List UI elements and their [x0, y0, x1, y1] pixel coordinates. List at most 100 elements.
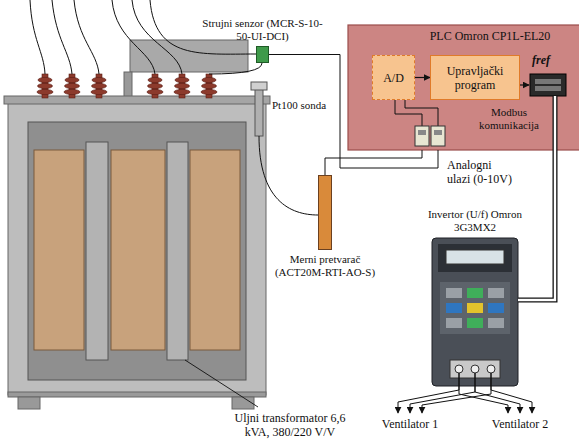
bushing — [92, 83, 107, 88]
core-window — [167, 142, 188, 360]
inverter-key — [488, 303, 504, 313]
box-text: Upravljački program — [434, 64, 516, 92]
fan-wires — [398, 373, 532, 413]
transformer-core — [28, 122, 246, 380]
bushing — [64, 89, 80, 94]
panel-title: PLC Omron CP1L-EL20 — [408, 29, 572, 43]
transformer-label: Uljni transformator 6,6 kVA, 380/220 V/V — [225, 411, 355, 439]
input-wire — [395, 100, 422, 126]
label-holder: Modbus komunikacija — [473, 106, 545, 132]
inverter-panel — [438, 244, 512, 272]
conservator-pipe — [124, 72, 132, 98]
bushing — [202, 83, 217, 88]
modbus-cable — [518, 150, 555, 300]
supply-wires — [30, 0, 262, 74]
heading-holder: Merni pretvarač (ACT20M-RTI-AO-S) — [269, 253, 381, 279]
signal-arrow — [415, 77, 430, 78]
modbus-cable — [553, 96, 558, 150]
terminal — [455, 365, 463, 373]
fan-label: Ventilator 1 — [370, 417, 450, 431]
probe-body — [255, 88, 263, 136]
inverter-key — [467, 288, 483, 298]
transformer-drawing — [4, 0, 318, 409]
signal-wire — [269, 55, 438, 169]
fan-wire — [491, 373, 532, 413]
measuring-transducer: Merni pretvarač (ACT20M-RTI-AO-S) — [318, 175, 332, 250]
input-wire — [405, 100, 438, 126]
bushing — [148, 83, 163, 88]
fan-label: Ventilator 2 — [480, 417, 560, 431]
inverter-keypad — [440, 282, 510, 334]
heading-holder: Invertor (U/f) Omron 3G3MX2 — [425, 208, 525, 234]
tank-base — [8, 392, 266, 397]
inverter-key — [488, 318, 504, 328]
label-holder: fref — [532, 53, 550, 67]
signal-wire — [325, 150, 422, 175]
supply-wire — [209, 63, 262, 74]
inverter-device — [432, 238, 518, 386]
bus-label: Modbus komunikacija — [473, 106, 545, 132]
bushing — [38, 83, 53, 88]
bushings — [37, 74, 217, 98]
supply-wire — [132, 0, 182, 74]
current-sensor: Strujni senzor (MCR-S-10-50-UI-DCI) — [256, 46, 269, 63]
device-heading: Invertor (U/f) Omron 3G3MX2 — [425, 208, 525, 234]
label-holder: Uljni transformator 6,6 kVA, 380/220 V/V — [225, 411, 355, 439]
tank-foot — [232, 397, 254, 409]
tank-foot — [18, 397, 40, 409]
plc-box: PLC Omron CP1L-EL20A/D Upravljački progra… — [348, 25, 579, 150]
inverter: Invertor (U/f) Omron 3G3MX2 — [432, 238, 518, 386]
inverter-key — [446, 303, 462, 313]
bushing — [38, 77, 52, 82]
inverter-key — [446, 288, 462, 298]
inverter-display — [446, 250, 504, 264]
bushing — [91, 89, 107, 94]
heading-holder: Strujni senzor (MCR-S-10-50-UI-DCI) — [200, 17, 325, 43]
signal-name: fref — [532, 53, 550, 67]
label-holder: Ventilator 2 — [480, 417, 560, 431]
terminal — [471, 365, 479, 373]
transformer-coil — [111, 150, 165, 350]
analog-input — [418, 130, 426, 135]
modbus-cable — [554, 96, 556, 150]
modbus-cable — [518, 150, 555, 300]
supply-wire — [52, 0, 72, 74]
transformer-coil — [190, 150, 240, 350]
core-window — [86, 142, 108, 360]
inverter-key — [467, 303, 483, 313]
fan-wire — [475, 373, 520, 413]
bushing — [175, 83, 190, 88]
bushing — [65, 83, 80, 88]
modbus-cable — [518, 150, 555, 300]
label-holder: Pt100 sonda — [272, 99, 326, 112]
box-text: A/D — [383, 71, 404, 85]
analog-input — [434, 130, 442, 135]
signal-wire — [325, 150, 422, 175]
bushing — [174, 89, 190, 94]
bushing — [202, 77, 216, 82]
label-holder: Analogni ulazi (0-10V) — [447, 158, 515, 186]
sensor-label: Pt100 sonda — [272, 99, 326, 112]
inverter-key — [488, 288, 504, 298]
transformer-tank — [8, 100, 266, 395]
supply-wire — [112, 0, 155, 74]
input-label: Analogni ulazi (0-10V) — [447, 158, 515, 186]
inverter-body — [432, 238, 518, 386]
bushing — [148, 77, 162, 82]
modbus-port — [535, 79, 561, 84]
bushing — [65, 77, 79, 82]
plc-housing — [348, 25, 579, 150]
supply-wire — [74, 0, 99, 74]
bushing — [37, 89, 53, 94]
inverter-key — [446, 318, 462, 328]
signal-arrow — [415, 77, 430, 78]
bushing — [175, 77, 189, 82]
analog-input — [431, 126, 445, 146]
device-heading: Strujni senzor (MCR-S-10-50-UI-DCI) — [200, 17, 325, 43]
leader-line — [185, 360, 258, 407]
label-holder: Ventilator 1 — [370, 417, 450, 431]
bushing — [92, 77, 106, 82]
device-heading: Merni pretvarač (ACT20M-RTI-AO-S) — [269, 253, 381, 279]
